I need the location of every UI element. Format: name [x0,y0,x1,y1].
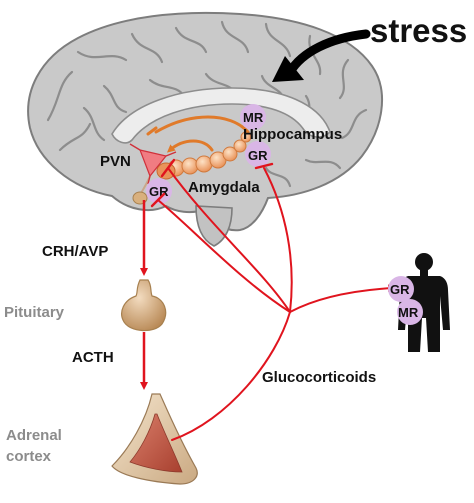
stress-arrow-icon [285,29,371,77]
acth-label: ACTH [72,349,114,366]
adrenal-gland-icon [111,393,198,485]
stress-label: stress [370,12,467,49]
gr-label-pvn: GR [149,184,169,199]
gr-label-hippocampus: GR [248,148,268,163]
pvn-label: PVN [100,153,131,170]
gr-receptor-body [388,276,414,302]
pituitary-gland-icon [121,279,167,332]
mr-label-brain: MR [243,110,264,125]
glucocorticoids-label: Glucocorticoids [262,369,376,386]
adrenal-label-line1: Adrenal [6,427,62,444]
corpus-callosum [111,87,331,144]
adrenal-label-line2: cortex [6,448,52,465]
gr-receptor-hippocampus [245,141,271,167]
amygdala-label: Amygdala [188,179,260,196]
gr-label-body: GR [390,282,410,297]
mr-receptor-brain [240,104,266,130]
crh-avp-label: CRH/AVP [42,243,108,260]
gr-receptor-pvn [146,178,172,204]
mr-label-body: MR [398,305,419,320]
hippocampal-projections [146,115,250,153]
pituitary-label: Pituitary [4,304,65,321]
mr-receptor-body [397,299,423,325]
pvn-neuron-icon [139,149,168,178]
hippocampus-label: Hippocampus [243,126,342,143]
glucocorticoid-feedback [150,158,396,441]
brainstem [195,205,233,247]
